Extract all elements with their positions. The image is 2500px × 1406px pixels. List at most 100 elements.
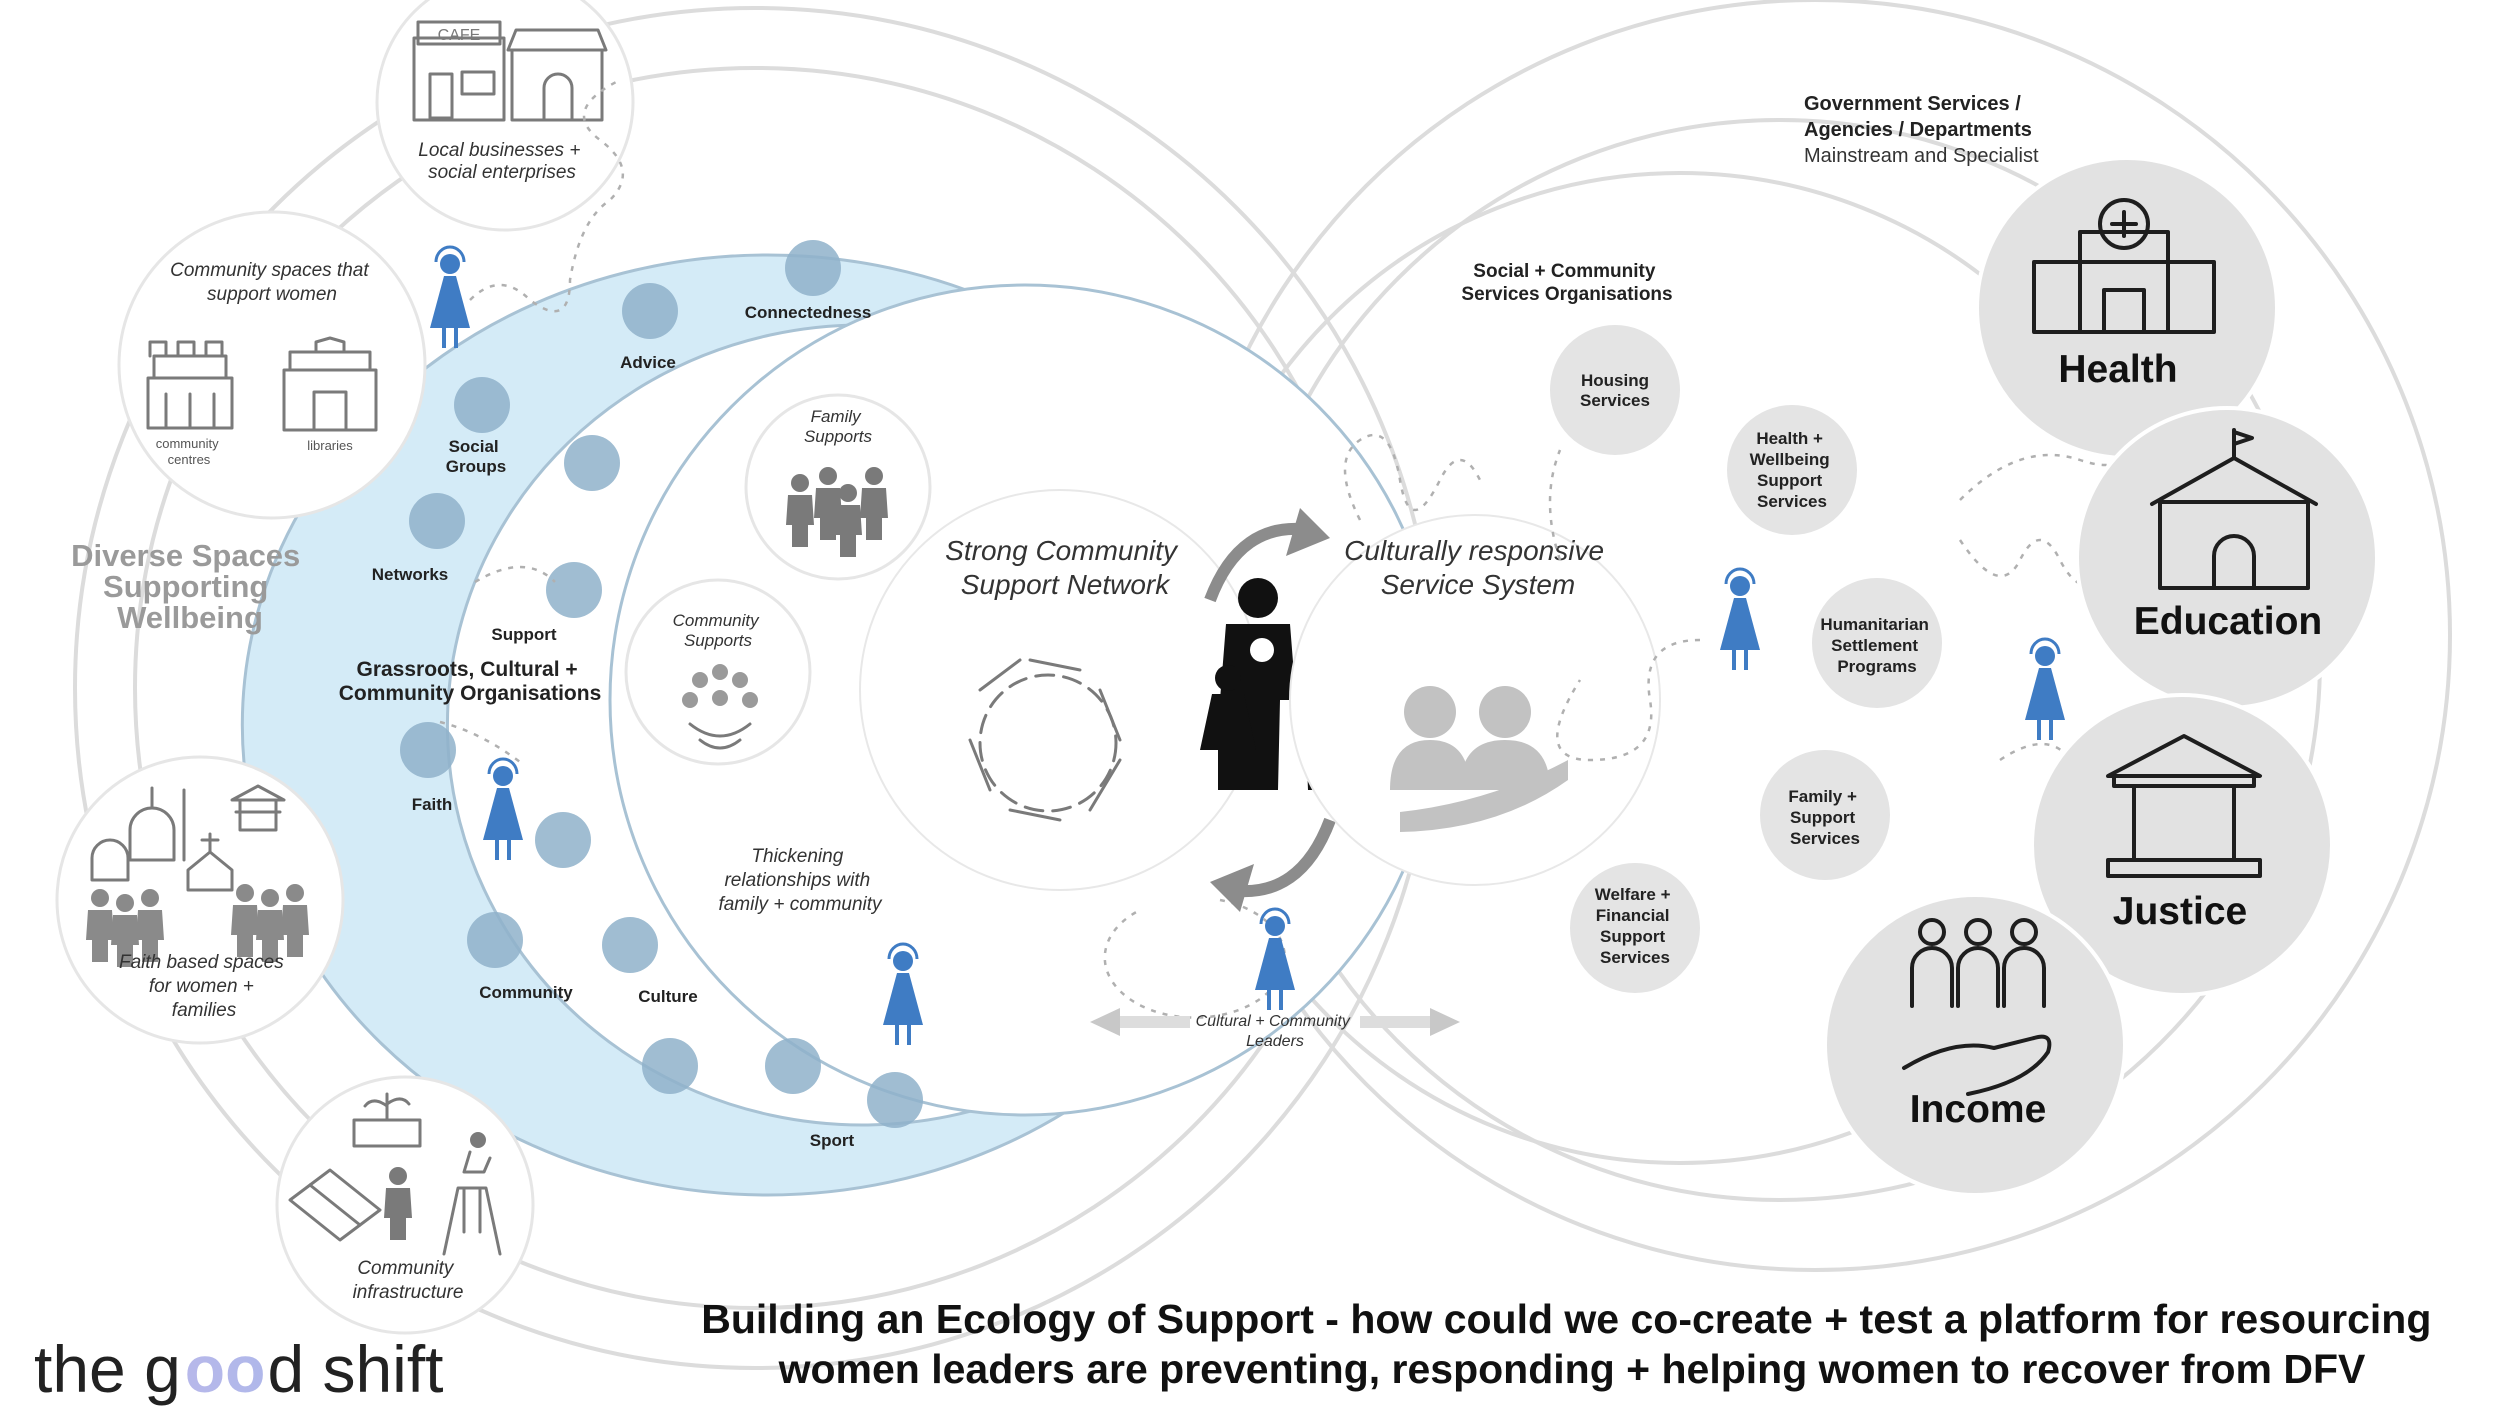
government-title: Government Services / Agencies / Departm…	[1804, 93, 2039, 167]
ring-dot	[546, 562, 602, 618]
local-businesses-label: Local businesses + social enterprises	[418, 140, 585, 183]
thickening-label: Thickening relationships with family + c…	[718, 846, 883, 915]
synagogue-icon	[90, 838, 130, 882]
label-community: Community	[479, 983, 573, 1002]
ring-dot	[409, 493, 465, 549]
income-label: Income	[1910, 1088, 2047, 1131]
footer-line-1: Building an Ecology of Support - how cou…	[701, 1296, 2431, 1342]
ring-dot	[785, 240, 841, 296]
community-supports-label: Community Supports	[673, 611, 764, 650]
faith-spaces-bubble: Faith based spaces for women + families	[55, 755, 345, 1045]
ring-dot	[602, 917, 658, 973]
label-social-groups: Social Groups	[446, 437, 506, 476]
label-support: Support	[491, 625, 556, 644]
education-circle: Education	[2075, 406, 2379, 710]
svg-text:Welfare + Financial: Welfare + Financial Support Services	[1595, 885, 1676, 967]
school-icon	[2150, 428, 2318, 590]
justice-circle: Justice	[2030, 693, 2334, 997]
infrastructure-label: Community infrastructure	[353, 1258, 464, 1303]
swing-icon	[442, 1186, 502, 1256]
temple-icon	[230, 784, 286, 832]
diverse-spaces-title: Diverse Spaces Supporting Wellbeing	[71, 538, 309, 635]
community-hands-icon	[682, 664, 758, 750]
service-system-bubble	[1289, 514, 1661, 886]
leaders-label: Cultural + Community Leaders	[1196, 1013, 1355, 1050]
ring-dot	[867, 1072, 923, 1128]
label-culture: Culture	[638, 987, 698, 1006]
cafe-icon: CAFE	[412, 20, 506, 122]
label-connectedness: Connectedness	[745, 303, 872, 322]
svg-text:Health + Wellbeing: Health + Wellbeing Support Services	[1750, 429, 1835, 511]
ring-dot	[564, 435, 620, 491]
shop-icon	[506, 28, 608, 122]
linked-arms-icon	[968, 658, 1122, 822]
leaders-double-arrow	[1090, 1008, 1460, 1036]
logo: the good shift	[34, 1332, 444, 1406]
ring-dot	[467, 912, 523, 968]
community-centres-label: community centres	[156, 436, 222, 467]
community-spaces-label: Community spaces that support women	[170, 260, 374, 305]
faith-spaces-label: Faith based spaces for women + families	[119, 952, 289, 1021]
social-orgs-title: Social + Community Services Organisation…	[1461, 261, 1672, 305]
ring-dot	[642, 1038, 698, 1094]
strong-network-label: Strong Community Support Network	[945, 535, 1185, 600]
people-group-icon	[1390, 686, 1568, 832]
health-wellbeing-bubble: Health + Wellbeing Support Services	[1727, 405, 1857, 535]
courthouse-icon	[2106, 734, 2262, 878]
footer-line-2: women leaders are preventing, responding…	[778, 1346, 2366, 1392]
community-spaces-bubble: Community spaces that support women comm…	[117, 210, 427, 520]
welfare-bubble: Welfare + Financial Support Services	[1570, 863, 1700, 993]
woman-figure	[2023, 637, 2067, 742]
logo-blob: oo	[185, 1332, 266, 1406]
logo-text-start: the g	[34, 1332, 181, 1406]
woman-figure	[1718, 567, 1762, 672]
person-sitting-icon	[462, 1132, 492, 1174]
family-supports-label: Family Supports	[804, 407, 873, 446]
flow-paths-left	[439, 78, 1287, 1019]
garden-icon	[352, 1092, 422, 1148]
logo-text-end: d shift	[267, 1332, 443, 1406]
hospital-icon	[2032, 198, 2216, 334]
library-icon	[282, 336, 378, 432]
government-services: Health Education Justice	[1823, 156, 2379, 1197]
svg-text:CAFE: CAFE	[438, 27, 481, 44]
education-label: Education	[2134, 600, 2323, 643]
cycle-arrows	[1204, 508, 1336, 912]
svg-text:the good shift: the good shift	[34, 1332, 444, 1406]
community-centre-icon	[146, 340, 234, 430]
health-circle: Health	[1975, 156, 2279, 460]
justice-label: Justice	[2113, 890, 2247, 933]
church-icon	[186, 832, 234, 892]
svg-text:Humanitarian Settlemen: Humanitarian Settlement Programs	[1820, 615, 1933, 676]
hand-people-icon	[1902, 918, 2052, 1096]
income-circle: Income	[1823, 893, 2127, 1197]
ring-dot	[765, 1038, 821, 1094]
ring-dots	[400, 240, 923, 1128]
family-support-bubble: Family + Support Services	[1760, 750, 1890, 880]
local-businesses-bubble: CAFE Local businesses + social enterpris…	[375, 0, 635, 232]
mosque-icon	[128, 786, 186, 862]
label-advice: Advice	[620, 353, 676, 372]
health-label: Health	[2058, 348, 2177, 391]
label-sport: Sport	[810, 1131, 855, 1150]
ring-dot	[454, 377, 510, 433]
label-networks: Networks	[372, 565, 449, 584]
ring-dot	[400, 722, 456, 778]
court-icon	[288, 1168, 382, 1242]
woman-figure	[481, 757, 525, 862]
family-supports-bubble: Family Supports	[744, 393, 932, 581]
svg-text:Family + Support: Family + Support Services	[1788, 787, 1861, 848]
label-faith: Faith	[412, 795, 453, 814]
culturally-responsive-label: Culturally responsive Service System	[1344, 535, 1612, 600]
ring-dot	[622, 283, 678, 339]
humanitarian-bubble: Humanitarian Settlement Programs	[1812, 578, 1942, 708]
ring-labels: Connectedness Advice Social Groups Netwo…	[372, 303, 872, 1150]
grassroots-title: Grassroots, Cultural + Community Organis…	[339, 658, 602, 705]
community-supports-bubble: Community Supports	[624, 578, 812, 766]
footer-title: Building an Ecology of Support - how cou…	[701, 1296, 2443, 1392]
infrastructure-bubble: Community infrastructure	[275, 1075, 535, 1335]
